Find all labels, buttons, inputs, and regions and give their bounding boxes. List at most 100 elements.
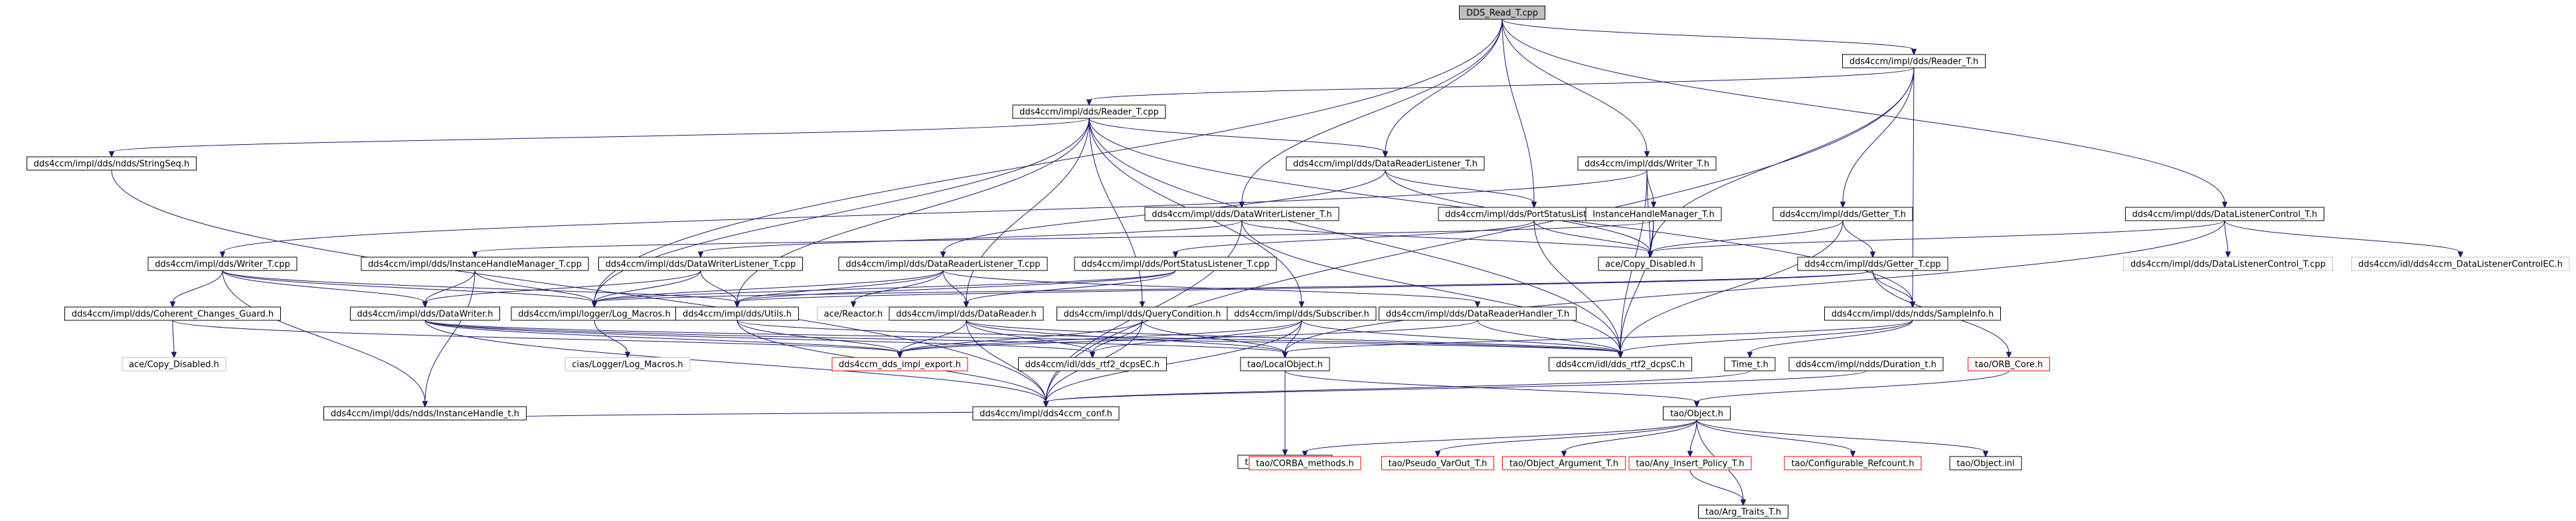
node-reader-h[interactable]: dds4ccm/impl/dds/Reader_T.h <box>1842 54 1986 68</box>
node-label: DDS_Read_T.cpp <box>1466 9 1538 19</box>
node-any-insert[interactable]: tao/Any_Insert_Policy_T.h <box>1628 456 1752 470</box>
edge-arrowhead <box>1687 451 1693 458</box>
node-dlcontrol-ec[interactable]: dds4ccm/idl/dds4ccm_DataListenerControlE… <box>2351 257 2570 271</box>
node-arg-traits[interactable]: tao/Arg_Traits_T.h <box>1698 504 1788 519</box>
node-ddsrf2c[interactable]: dds4ccm/idl/dds_rtf2_dcpsC.h <box>1549 357 1692 371</box>
edge-line <box>966 118 1090 303</box>
node-logmacros[interactable]: dds4ccm/impl/logger/Log_Macros.h <box>511 306 678 321</box>
node-drlistener-h[interactable]: dds4ccm/impl/dds/DataReaderListener_T.h <box>1286 156 1485 171</box>
edge-time-t-to-conf <box>1043 370 1751 408</box>
node-label: tao/Object.inl <box>1956 459 2014 469</box>
node-utils[interactable]: dds4ccm/impl/dds/Utils.h <box>675 306 799 321</box>
edge-arrowhead <box>850 301 857 308</box>
edge-line <box>222 270 595 303</box>
node-object-arg[interactable]: tao/Object_Argument_T.h <box>1502 456 1626 470</box>
node-ace-copy[interactable]: ace/Copy_Disabled.h <box>1598 257 1703 271</box>
edge-line <box>1696 419 1986 453</box>
node-label: dds4ccm/impl/dds4ccm_conf.h <box>980 409 1112 419</box>
node-getter-cpp[interactable]: dds4ccm/impl/dds/Getter_T.cpp <box>1797 257 1948 271</box>
edge-line <box>1301 320 1621 354</box>
node-pslistener-cpp[interactable]: dds4ccm/impl/dds/PortStatusListener_T.cp… <box>1074 257 1277 271</box>
node-label: tao/Object.h <box>1670 409 1723 419</box>
node-cias-log[interactable]: cias/Logger/Log_Macros.h <box>564 357 691 371</box>
node-label: dds4ccm/impl/dds/Utils.h <box>683 310 792 320</box>
node-ihandle[interactable]: dds4ccm/impl/dds/ndds/InstanceHandle_t.h <box>323 406 527 421</box>
node-export[interactable]: dds4ccm_dds_impl_export.h <box>831 357 968 371</box>
node-ddsrf2ec[interactable]: dds4ccm/idl/dds_rtf2_dcpsEC.h <box>1018 357 1167 371</box>
edge-line <box>853 270 944 303</box>
node-ihmanager-cpp[interactable]: dds4ccm/impl/dds/InstanceHandleManager_T… <box>361 257 589 271</box>
node-datareader[interactable]: dds4ccm/impl/dds/DataReader.h <box>889 306 1044 321</box>
node-root[interactable]: DDS_Read_T.cpp <box>1459 5 1545 20</box>
node-label: tao/Any_Insert_Policy_T.h <box>1636 459 1744 469</box>
edge-reader-cpp-to-datareader <box>963 118 1090 308</box>
node-label: dds4ccm/impl/dds/Reader_T.h <box>1849 57 1978 67</box>
edge-line <box>1689 419 1697 453</box>
edge-line <box>424 270 475 303</box>
edge-arrowhead <box>2225 251 2231 259</box>
node-ace-copy2[interactable]: ace/Copy_Disabled.h <box>122 357 226 371</box>
edge-line <box>1502 19 1648 153</box>
edge-arrowhead <box>697 251 704 259</box>
edge-line <box>1749 320 1913 354</box>
node-object-inl[interactable]: tao/Object.inl <box>1949 456 2022 470</box>
edge-dwlistener-h-to-ace-copy <box>1241 220 1654 259</box>
node-drlistener-cpp[interactable]: dds4ccm/impl/dds/DataReaderListener_T.cp… <box>838 257 1048 271</box>
node-dwlistener-cpp[interactable]: dds4ccm/impl/dds/DataWriterListener_T.cp… <box>598 257 803 271</box>
node-dwlistener-h[interactable]: dds4ccm/impl/dds/DataWriterListener_T.h <box>1144 207 1339 221</box>
node-writer-cpp[interactable]: dds4ccm/impl/dds/Writer_T.cpp <box>147 257 298 271</box>
edge-arrowhead <box>1869 251 1876 259</box>
edge-ccguard-to-export <box>172 320 903 359</box>
node-writer-h[interactable]: dds4ccm/impl/dds/Writer_T.h <box>1577 156 1717 171</box>
edge-arrowhead <box>1086 99 1092 106</box>
node-label: dds4ccm/impl/dds/ndds/InstanceHandle_t.h <box>331 409 519 419</box>
node-localobj-h[interactable]: tao/LocalObject.h <box>1240 357 1330 371</box>
edge-line <box>966 320 1286 354</box>
node-box <box>1144 207 1339 221</box>
node-label: dds4ccm_dds_impl_export.h <box>839 360 961 370</box>
node-drhandler[interactable]: dds4ccm/impl/dds/DataReaderHandler_T.h <box>1379 306 1577 321</box>
node-sampleinfo[interactable]: dds4ccm/impl/dds/ndds/SampleInfo.h <box>1824 306 2001 321</box>
node-conf[interactable]: dds4ccm/impl/dds4ccm_conf.h <box>972 406 1120 421</box>
node-box <box>1663 406 1731 421</box>
node-configurable[interactable]: tao/Configurable_Refcount.h <box>1784 456 1922 470</box>
edge-line <box>1088 118 1386 153</box>
edge-arrowhead <box>1647 251 1654 259</box>
node-dlcontrol-cpp[interactable]: dds4ccm/impl/dds/DataListenerControl_T.c… <box>2123 257 2333 271</box>
node-ccguard[interactable]: dds4ccm/impl/dds/Coherent_Changes_Guard.… <box>64 306 281 321</box>
node-box <box>1598 257 1703 271</box>
node-stringseq[interactable]: dds4ccm/impl/dds/ndds/StringSeq.h <box>27 156 197 171</box>
node-querycond[interactable]: dds4ccm/impl/dds/QueryCondition.h <box>1057 306 1228 321</box>
node-time-t[interactable]: Time_t.h <box>1724 357 1776 371</box>
node-box <box>350 306 500 321</box>
edge-localobj-h-to-localobj-inl <box>1282 371 1288 457</box>
node-datawriter[interactable]: dds4ccm/impl/dds/DataWriter.h <box>350 306 500 321</box>
node-dlcontrol-h[interactable]: dds4ccm/impl/dds/DataListenerControl_T.h <box>2125 207 2324 221</box>
edge-line <box>222 270 426 303</box>
node-pslistener-h[interactable]: dds4ccm/impl/dds/PortStatusListener_T.h <box>1438 207 1630 221</box>
edge-arrowhead <box>1382 151 1389 158</box>
edge-getter-h-to-ace-copy <box>1647 220 1844 259</box>
node-corba-methods[interactable]: tao/CORBA_methods.h <box>1248 456 1361 470</box>
edge-arrowhead <box>472 251 478 259</box>
node-box <box>1074 257 1277 271</box>
edge-getter-cpp-to-utils <box>734 270 1873 308</box>
node-reader-cpp[interactable]: dds4ccm/impl/dds/Reader_T.cpp <box>1012 104 1166 119</box>
node-subscriber[interactable]: dds4ccm/impl/dds/Subscriber.h <box>1227 306 1377 321</box>
edge-drhandler-to-export <box>897 320 1478 359</box>
node-box <box>1286 156 1485 171</box>
node-getter-h[interactable]: dds4ccm/impl/dds/Getter_T.h <box>1772 207 1913 221</box>
edge-drlistener-h-to-pslistener-h <box>1385 169 1537 209</box>
node-pseudo-varout[interactable]: tao/Pseudo_VarOut_T.h <box>1381 456 1494 470</box>
node-ace-reactor[interactable]: ace/Reactor.h <box>817 306 890 321</box>
node-box <box>1502 456 1626 470</box>
node-duration[interactable]: dds4ccm/impl/ndds/Duration_t.h <box>1788 357 1944 371</box>
edge-line <box>1045 370 1751 403</box>
edge-line <box>966 320 1093 354</box>
edge-reader-cpp-to-drlistener-h <box>1088 118 1389 158</box>
node-orbcore[interactable]: tao/ORB_Core.h <box>1968 357 2050 371</box>
edge-object-h-to-object-inl <box>1696 419 1989 458</box>
node-ihmanager-h[interactable]: InstanceHandleManager_T.h <box>1585 207 1722 221</box>
node-object-h[interactable]: tao/Object.h <box>1663 406 1731 421</box>
edge-line <box>1437 419 1697 453</box>
